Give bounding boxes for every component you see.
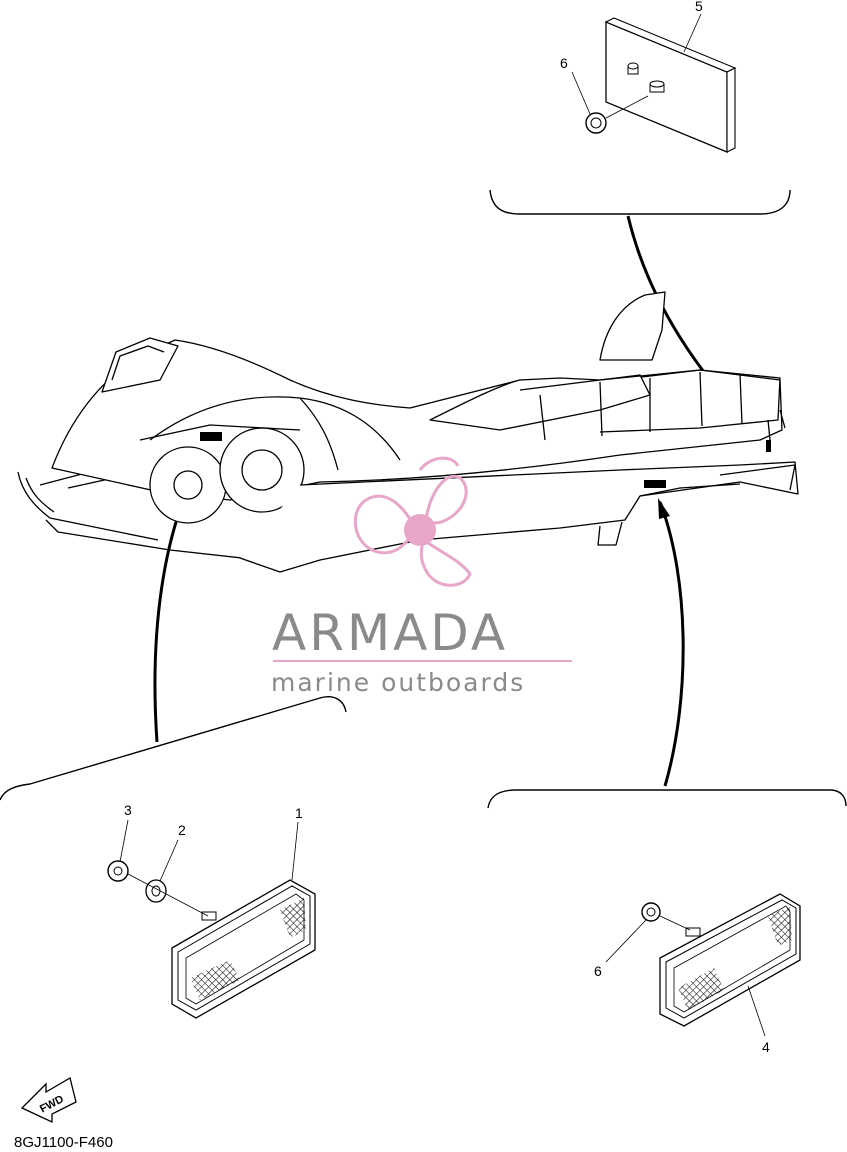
flange-nut-right	[641, 902, 661, 922]
fwd-arrow-icon: FWD	[20, 1077, 77, 1124]
flange-nut-top	[585, 95, 649, 134]
propeller-logo-icon	[353, 456, 472, 587]
armada-watermark: ARMADA marine outboards	[271, 456, 572, 697]
leader-line-6-top	[571, 71, 591, 115]
flange-nut-left	[107, 860, 129, 882]
callout-6-top: 6	[560, 55, 568, 71]
rear-plate-part	[604, 17, 737, 153]
callout-3: 3	[124, 802, 132, 818]
detail-panel-left: 3 2 1	[0, 696, 347, 1019]
washer-part	[145, 879, 167, 903]
leader-line-5	[683, 13, 702, 53]
callout-5: 5	[695, 0, 703, 14]
detail-panel-right: 6 4	[487, 789, 847, 1055]
front-reflector-part	[171, 879, 316, 1019]
callout-1: 1	[295, 805, 303, 821]
detail-panel-top: 5 6	[489, 0, 791, 215]
brand-tagline: marine outboards	[271, 668, 525, 697]
brand-name: ARMADA	[272, 604, 508, 662]
snowmobile-illustration	[17, 291, 799, 573]
diagram-code: 8GJ1100-F460	[14, 1134, 113, 1151]
callout-2: 2	[178, 822, 186, 838]
rear-reflector-part	[659, 893, 801, 1027]
callout-4: 4	[762, 1039, 770, 1055]
callout-6-right: 6	[594, 963, 602, 979]
